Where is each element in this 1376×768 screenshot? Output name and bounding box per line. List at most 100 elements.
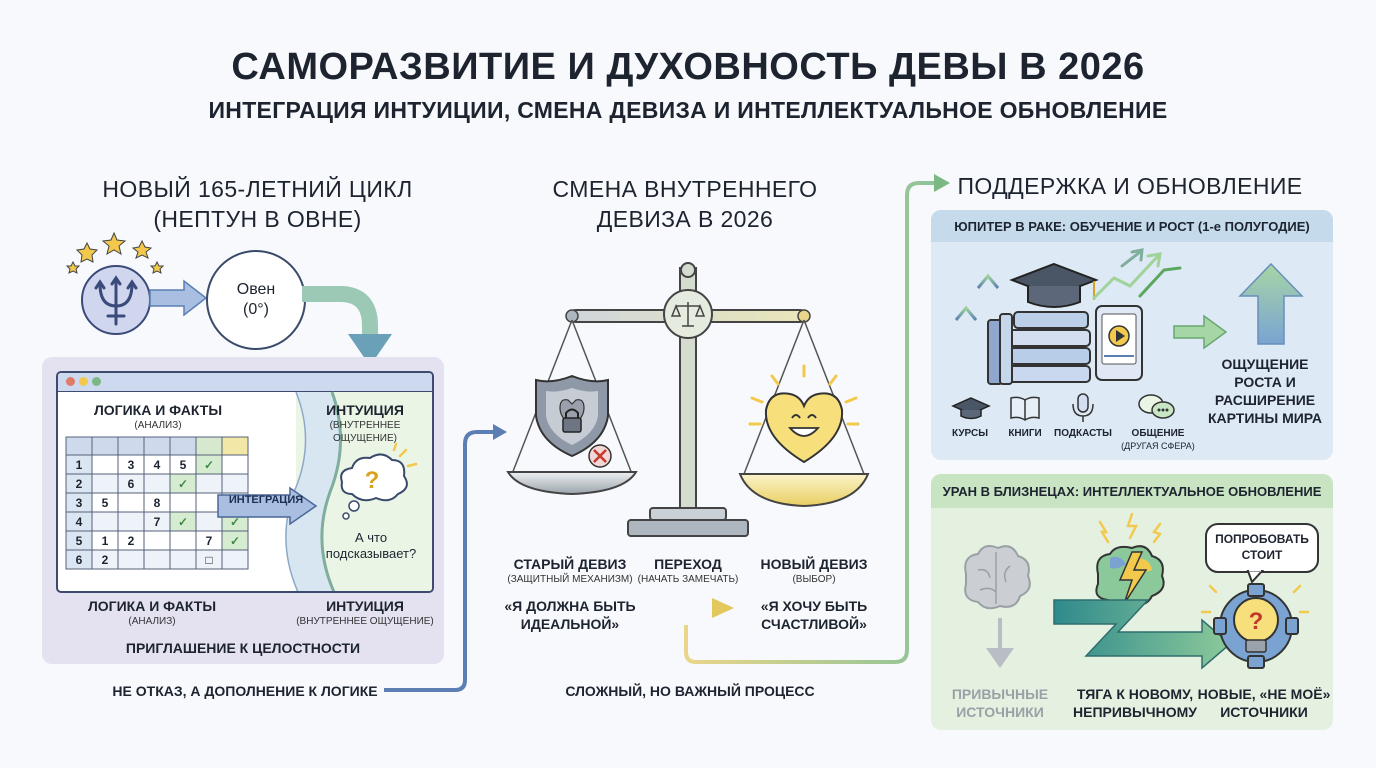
old-motto-quote-2: ИДЕАЛЬНОЙ» bbox=[520, 616, 620, 632]
uranus-illustration: ? bbox=[964, 512, 1319, 670]
bottom-logic-subtitle: (АНАЛИЗ) bbox=[128, 616, 176, 627]
grid-cell-value: 3 bbox=[76, 496, 83, 510]
jupiter-header-bar bbox=[931, 210, 1333, 242]
grid-header-cell bbox=[169, 436, 197, 456]
transition-arrow bbox=[650, 598, 734, 618]
grid-cell bbox=[221, 549, 249, 570]
grid-cell-value: 7 bbox=[154, 515, 161, 529]
grid-cell bbox=[91, 473, 119, 494]
grid-header-cell bbox=[65, 436, 93, 456]
grid-cell-value: 8 bbox=[154, 496, 161, 510]
grid-cell-value: 2 bbox=[128, 534, 135, 548]
logic-title: ЛОГИКА И ФАКТЫ bbox=[93, 402, 223, 418]
middle-footer: СЛОЖНЫЙ, НО ВАЖНЫЙ ПРОЦЕСС bbox=[565, 683, 815, 699]
item-communication: ОБЩЕНИЕ bbox=[1131, 428, 1185, 439]
page-title: САМОРАЗВИТИЕ И ДУХОВНОСТЬ ДЕВЫ В 2026 bbox=[231, 46, 1145, 88]
balance-scale-icon bbox=[506, 262, 870, 537]
grid-cell-value: 5 bbox=[76, 534, 83, 548]
grid-cell bbox=[143, 549, 171, 570]
usual-sources-line-2: ИСТОЧНИКИ bbox=[956, 704, 1044, 720]
bottom-logic-title: ЛОГИКА И ФАКТЫ bbox=[87, 598, 217, 614]
grid-header-cell bbox=[117, 436, 145, 456]
jupiter-right-arrow bbox=[1173, 314, 1228, 350]
podcast-icon bbox=[1072, 393, 1094, 422]
grid-cell-value: 1 bbox=[76, 458, 83, 472]
grid-cell bbox=[169, 549, 197, 570]
grid-cell-value: 7 bbox=[206, 534, 213, 548]
neptune-symbol-icon bbox=[65, 231, 165, 335]
uranus-header-bar bbox=[931, 474, 1333, 508]
item-podcasts: ПОДКАСТЫ bbox=[1054, 428, 1112, 439]
grid-cell-value: ✓ bbox=[178, 477, 188, 491]
svg-text:?: ? bbox=[1249, 608, 1264, 635]
chat-bubbles-icon bbox=[1138, 394, 1175, 419]
intuition-subtitle-2: ОЩУЩЕНИЕ) bbox=[333, 433, 397, 444]
new-motto-subtitle: (ВЫБОР) bbox=[792, 574, 836, 585]
left-footer: НЕ ОТКАЗ, А ДОПОЛНЕНИЕ К ЛОГИКЕ bbox=[112, 683, 378, 699]
grid-cell-value: 4 bbox=[76, 515, 83, 529]
grid-cell bbox=[221, 454, 249, 475]
courses-cap-icon bbox=[951, 397, 991, 420]
zigzag-arrow bbox=[1053, 599, 1232, 670]
grid-cell-value: 3 bbox=[128, 458, 135, 472]
middle-heading-line1: СМЕНА ВНУТРЕННЕГО bbox=[552, 176, 818, 202]
growth-line-1: ОЩУЩЕНИЕ bbox=[1221, 356, 1309, 372]
new-motto-title: НОВЫЙ ДЕВИЗ bbox=[760, 556, 868, 572]
grid-cell-value: ✓ bbox=[230, 515, 240, 529]
gear-lightbulb-icon: ? bbox=[1200, 583, 1310, 669]
new-motto-quote-1: «Я ХОЧУ БЫТЬ bbox=[760, 598, 868, 614]
grid-cell-value: ✓ bbox=[178, 515, 188, 529]
grid-cell bbox=[143, 473, 171, 494]
happy-heart-icon bbox=[748, 364, 860, 426]
books-icon bbox=[1010, 396, 1040, 421]
grid-cell-value: 2 bbox=[76, 477, 83, 491]
big-growth-up-arrow bbox=[1238, 262, 1304, 345]
aries-circle bbox=[206, 250, 306, 350]
grid-cell-value: 5 bbox=[180, 458, 187, 472]
integration-arrow bbox=[217, 486, 318, 526]
svg-text:?: ? bbox=[365, 467, 380, 494]
logic-subtitle: (АНАЛИЗ) bbox=[134, 420, 182, 431]
question-line-1: А что bbox=[354, 530, 388, 545]
page-subtitle: ИНТЕГРАЦИЯ ИНТУИЦИИ, СМЕНА ДЕВИЗА И ИНТЕ… bbox=[208, 97, 1168, 123]
grid-cell bbox=[117, 511, 145, 532]
grid-cell-value: 2 bbox=[102, 553, 109, 567]
grid-cell bbox=[169, 492, 197, 513]
growth-line-2: РОСТА И bbox=[1234, 374, 1296, 390]
left-heading-line2: (НЕПТУН В ОВНЕ) bbox=[153, 206, 362, 232]
try-it-line-1: ПОПРОБОВАТЬ bbox=[1215, 532, 1309, 546]
middle-heading-line2: ДЕВИЗА В 2026 bbox=[596, 206, 774, 232]
pull-new-line-2: НЕПРИВЫЧНОМУ bbox=[1073, 704, 1197, 720]
grid-header-cell bbox=[221, 436, 249, 456]
item-courses: КУРСЫ bbox=[951, 428, 988, 439]
grid-cell bbox=[143, 530, 171, 551]
new-sources-line-1: НОВЫЕ, «НЕ МОЁ» bbox=[1197, 686, 1331, 702]
question-thought-bubble-icon: ? bbox=[340, 442, 418, 520]
intuition-subtitle-1: (ВНУТРЕННЕЕ bbox=[329, 420, 401, 431]
new-sources-line-2: ИСТОЧНИКИ bbox=[1220, 704, 1308, 720]
grid-cell-value: 4 bbox=[154, 458, 161, 472]
grid-cell bbox=[169, 530, 197, 551]
arrow-aries-to-panel bbox=[302, 286, 392, 366]
grid-header-cell bbox=[195, 436, 223, 456]
old-motto-title: СТАРЫЙ ДЕВИЗ bbox=[513, 556, 627, 572]
window-minimize-dot bbox=[79, 377, 88, 386]
grid-cell bbox=[117, 492, 145, 513]
aries-degree: (0°) bbox=[243, 301, 269, 318]
transition-title: ПЕРЕХОД bbox=[654, 556, 722, 572]
uranus-title: УРАН В БЛИЗНЕЦАХ: ИНТЕЛЛЕКТУАЛЬНОЕ ОБНОВ… bbox=[942, 484, 1322, 499]
item-books: КНИГИ bbox=[1008, 428, 1042, 439]
grid-header-cell bbox=[91, 436, 119, 456]
right-heading: ПОДДЕРЖКА И ОБНОВЛЕНИЕ bbox=[957, 173, 1303, 199]
intuition-title: ИНТУИЦИЯ bbox=[326, 402, 404, 418]
energized-brain-icon bbox=[1095, 512, 1165, 608]
grid-cell-value: 6 bbox=[76, 553, 83, 567]
invitation-label: ПРИГЛАШЕНИЕ К ЦЕЛОСТНОСТИ bbox=[125, 640, 361, 656]
arrow-neptune-to-aries bbox=[149, 279, 208, 317]
grid-cell-value: 1 bbox=[102, 534, 109, 548]
grid-cell-value: 6 bbox=[128, 477, 135, 491]
browser-titlebar bbox=[58, 373, 432, 392]
learning-growth-illustration bbox=[954, 248, 1182, 385]
grid-cell bbox=[117, 549, 145, 570]
